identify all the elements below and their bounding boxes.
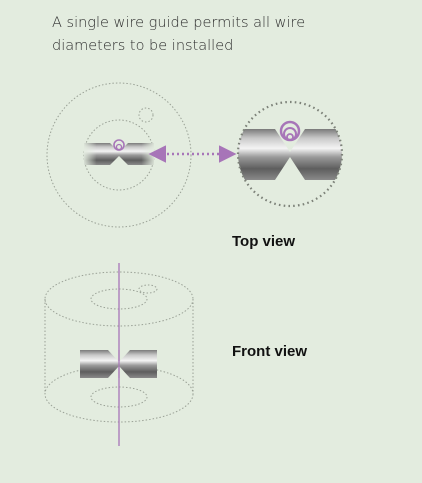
wire-mark-small xyxy=(286,133,294,141)
front-wire-guide xyxy=(80,350,157,378)
top-view-label: Top view xyxy=(232,233,296,250)
front-view-diagram xyxy=(44,263,194,446)
cylinder-top-inner-ellipse xyxy=(90,288,148,310)
top-view-diagram xyxy=(46,82,344,228)
cylinder-top-small-hole xyxy=(138,284,158,294)
cylinder-bottom-inner-ellipse xyxy=(90,386,148,408)
diagram-caption: A single wire guide permits all wire dia… xyxy=(52,15,306,54)
front-view-label: Front view xyxy=(232,343,308,360)
small-wire-mark-inner xyxy=(115,143,123,151)
magnified-circle-outline xyxy=(236,100,344,208)
small-wire-guide xyxy=(84,139,154,165)
magnified-wire-guide xyxy=(236,100,344,208)
top-view-small-hole xyxy=(138,107,154,123)
